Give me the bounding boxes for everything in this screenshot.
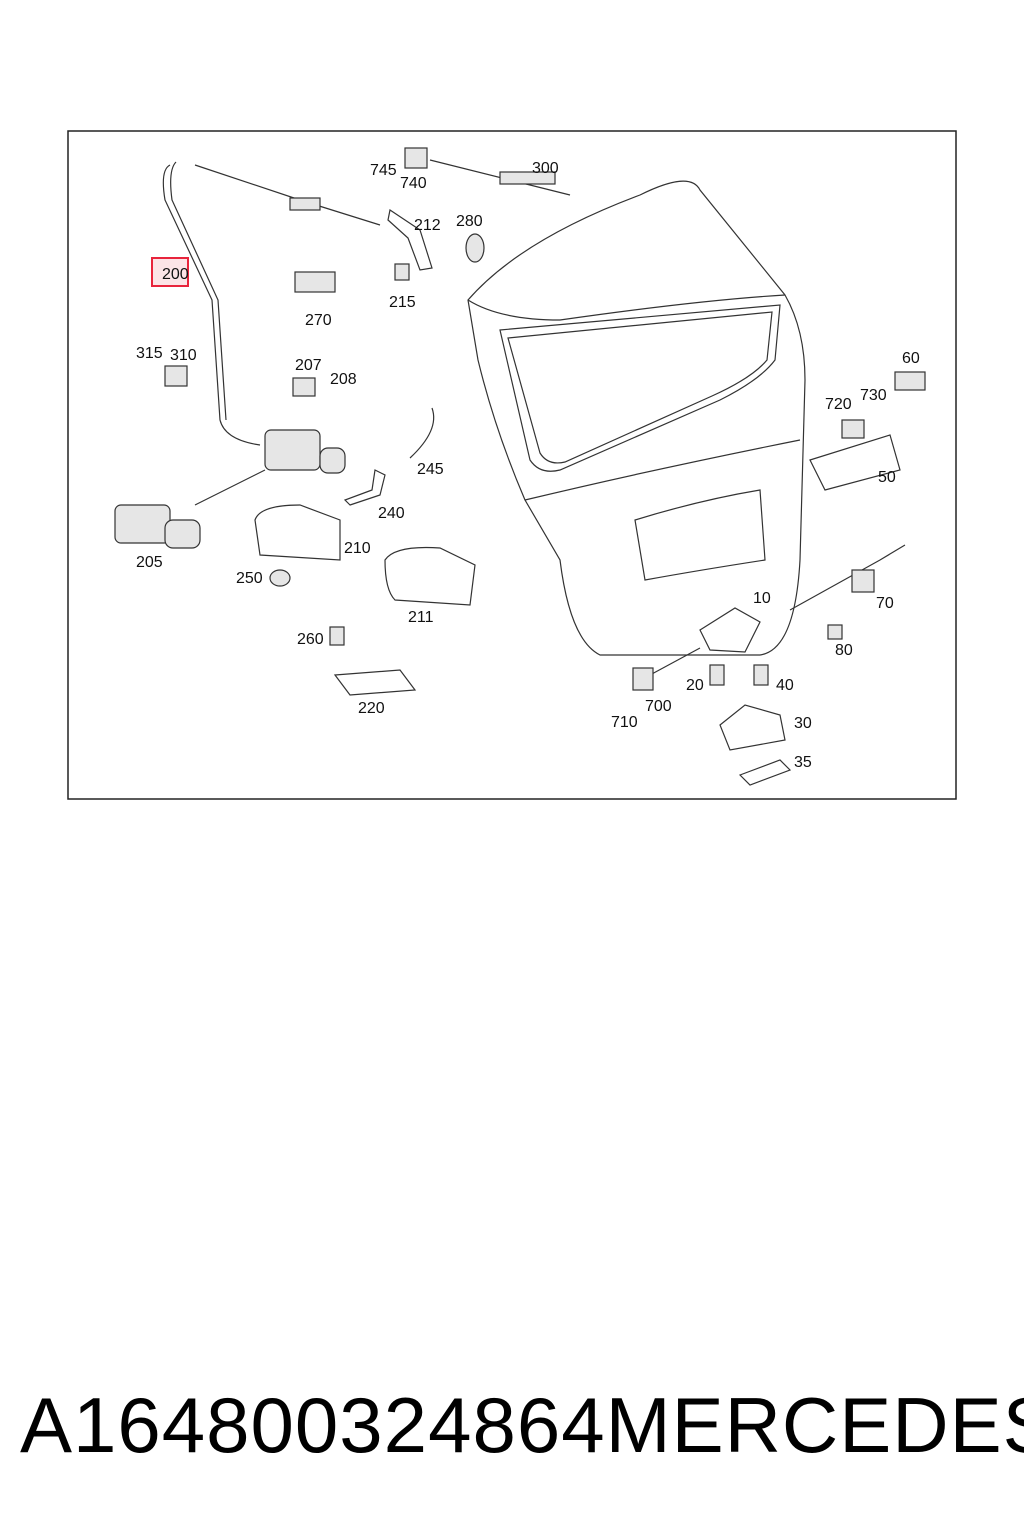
label-10: 10 xyxy=(753,590,771,607)
label-80: 80 xyxy=(835,642,853,659)
label-310: 310 xyxy=(170,347,197,364)
label-20: 20 xyxy=(686,677,704,694)
label-315: 315 xyxy=(136,345,163,362)
label-60: 60 xyxy=(902,350,920,367)
label-280: 280 xyxy=(456,213,483,230)
label-210: 210 xyxy=(344,540,371,557)
label-720: 720 xyxy=(825,396,852,413)
label-200: 200 xyxy=(162,266,189,283)
diagram-frame xyxy=(67,130,957,800)
small-parts xyxy=(114,147,926,786)
brand-name: MERCEDES xyxy=(605,1380,1024,1469)
label-220: 220 xyxy=(358,700,385,717)
label-250: 250 xyxy=(236,570,263,587)
label-40: 40 xyxy=(776,677,794,694)
label-740: 740 xyxy=(400,175,427,192)
label-730: 730 xyxy=(860,387,887,404)
label-205: 205 xyxy=(136,554,163,571)
tailgate-illustration xyxy=(467,180,806,656)
cable-harness-200 xyxy=(162,164,261,446)
part-labels: 200 745 740 300 212 280 215 270 315 310 … xyxy=(136,160,920,771)
label-745: 745 xyxy=(370,162,397,179)
parts-diagram: 200 745 740 300 212 280 215 270 315 310 … xyxy=(67,130,957,800)
label-700: 700 xyxy=(645,698,672,715)
label-70: 70 xyxy=(876,595,894,612)
label-35: 35 xyxy=(794,754,812,771)
label-300: 300 xyxy=(532,160,559,177)
label-208: 208 xyxy=(330,371,357,388)
label-211: 211 xyxy=(408,609,434,626)
label-212: 212 xyxy=(414,217,441,234)
footer: A164800324864 MERCEDES xyxy=(20,1375,1024,1475)
label-260: 260 xyxy=(297,631,324,648)
label-215: 215 xyxy=(389,294,416,311)
label-270: 270 xyxy=(305,312,332,329)
label-207: 207 xyxy=(295,357,322,374)
label-30: 30 xyxy=(794,715,812,732)
label-50: 50 xyxy=(878,469,896,486)
part-number: A164800324864 xyxy=(20,1380,606,1469)
highlight-box-200 xyxy=(151,257,189,287)
label-240: 240 xyxy=(378,505,405,522)
label-245: 245 xyxy=(417,461,444,478)
label-710: 710 xyxy=(611,714,638,731)
